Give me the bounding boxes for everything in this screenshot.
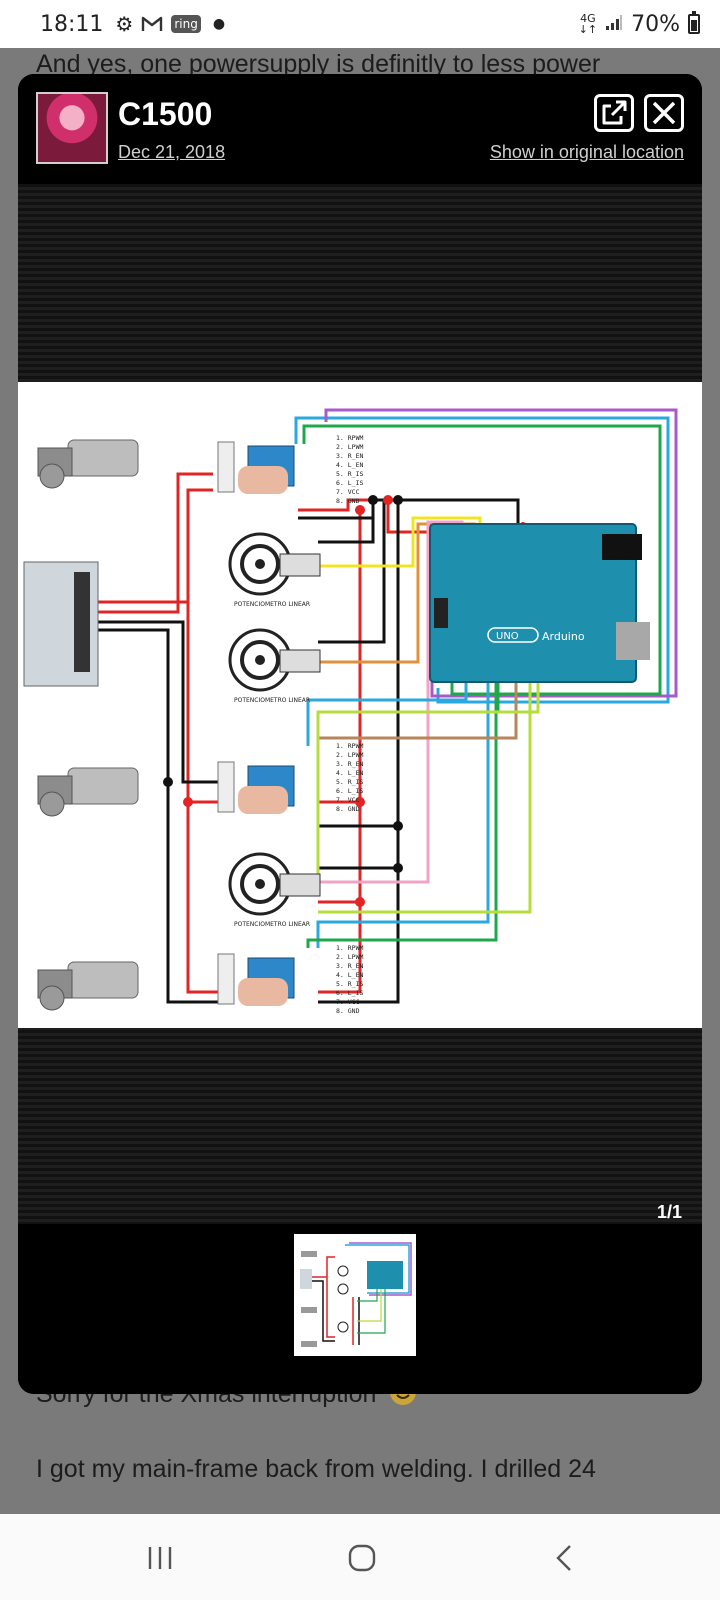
back-icon [556, 1545, 571, 1571]
arduino-uno-label: UNO [496, 631, 519, 642]
recents-icon [148, 1547, 172, 1569]
back-button[interactable] [534, 1536, 594, 1580]
battery-percent: 70% [631, 11, 680, 37]
notification-dot: ● [212, 16, 226, 32]
driver-2-pin-2: 2. LPWM [336, 751, 363, 759]
username[interactable]: C1500 [118, 96, 213, 132]
gear-icon: ⚙ [115, 12, 134, 36]
driver-1-pin-2: 2. LPWM [336, 443, 363, 451]
arduino-board: UNO Arduino [429, 523, 650, 683]
driver-1-pin-6: 6. L_IS [336, 479, 363, 487]
status-bar: 18:11 ⚙ ring ● 4G↓↑ 70% [0, 0, 720, 48]
driver-1-pin-5: 5. R_IS [336, 470, 363, 478]
home-button[interactable] [332, 1536, 392, 1580]
pot-1-label: POTENCIOMETRO LINEAR [234, 601, 310, 608]
image-lightbox: C1500 Dec 21, 2018 Show in original loca… [18, 74, 702, 1394]
arduino-brand-label: Arduino [542, 630, 585, 643]
post-text-top: And yes, one powersupply is definitly to… [36, 50, 601, 78]
ring-app-icon: ring [171, 15, 201, 33]
driver-3-pin-2: 2. LPWM [336, 953, 363, 961]
driver-1-pin-3: 3. R_EN [336, 452, 363, 460]
driver-2-pin-6: 6. L_IS [336, 787, 363, 795]
avatar[interactable] [36, 92, 108, 164]
driver-2-pin-4: 4. L_EN [336, 769, 363, 777]
image-counter: 1/1 [656, 1202, 682, 1222]
driver-3-pin-5: 5. R_IS [336, 980, 363, 988]
home-icon [348, 1544, 376, 1572]
driver-1-pin-8: 8. GND [336, 497, 360, 505]
thumbnail-strip [18, 1224, 702, 1394]
open-external-icon [602, 100, 627, 125]
signal-icon [605, 12, 623, 37]
pot-3-label: POTENCIOMETRO LINEAR [234, 921, 310, 928]
show-in-original-location-link[interactable]: Show in original location [489, 142, 684, 162]
thumbnail-image [297, 1237, 413, 1353]
driver-2-pin-1: 1. RPWM [336, 742, 363, 750]
recents-button[interactable] [130, 1536, 190, 1580]
network-indicator: 4G↓↑ [578, 12, 598, 36]
driver-1-pin-1: 1. RPWM [336, 434, 363, 442]
lightbox-header: C1500 Dec 21, 2018 Show in original loca… [18, 74, 702, 184]
close-icon [652, 101, 676, 125]
pot-2-label: POTENCIOMETRO LINEAR [234, 697, 310, 704]
thumbnail-item[interactable] [294, 1234, 416, 1356]
driver-3-pin-8: 8. GND [336, 1007, 360, 1015]
driver-3-pin-3: 3. R_EN [336, 962, 363, 970]
status-time: 18:11 [40, 11, 104, 37]
battery-fill [691, 19, 697, 31]
system-navigation-bar [0, 1514, 720, 1600]
driver-2-pin-3: 3. R_EN [336, 760, 363, 768]
network-type: 4G [580, 12, 596, 25]
driver-3-pin-6: 6. L_IS [336, 989, 363, 997]
close-button[interactable] [644, 94, 684, 132]
open-external-button[interactable] [594, 94, 634, 132]
gmail-icon [141, 15, 163, 33]
driver-2-pin-8: 8. GND [336, 805, 360, 813]
battery-icon [688, 11, 700, 34]
driver-3-pin-1: 1. RPWM [336, 944, 363, 952]
driver-2-pin-7: 7. VCC [336, 796, 360, 804]
post-date-link[interactable]: Dec 21, 2018 [118, 142, 226, 162]
driver-1-pin-4: 4. L_EN [336, 461, 363, 469]
driver-2-pin-5: 5. R_IS [336, 778, 363, 786]
driver-3-pin-4: 4. L_EN [336, 971, 363, 979]
driver-3-pin-7: 7. VCC [336, 998, 360, 1006]
driver-1-pin-7: 7. VCC [336, 488, 360, 496]
post-text-line-2: I got my main-frame back from welding. I… [36, 1455, 596, 1483]
